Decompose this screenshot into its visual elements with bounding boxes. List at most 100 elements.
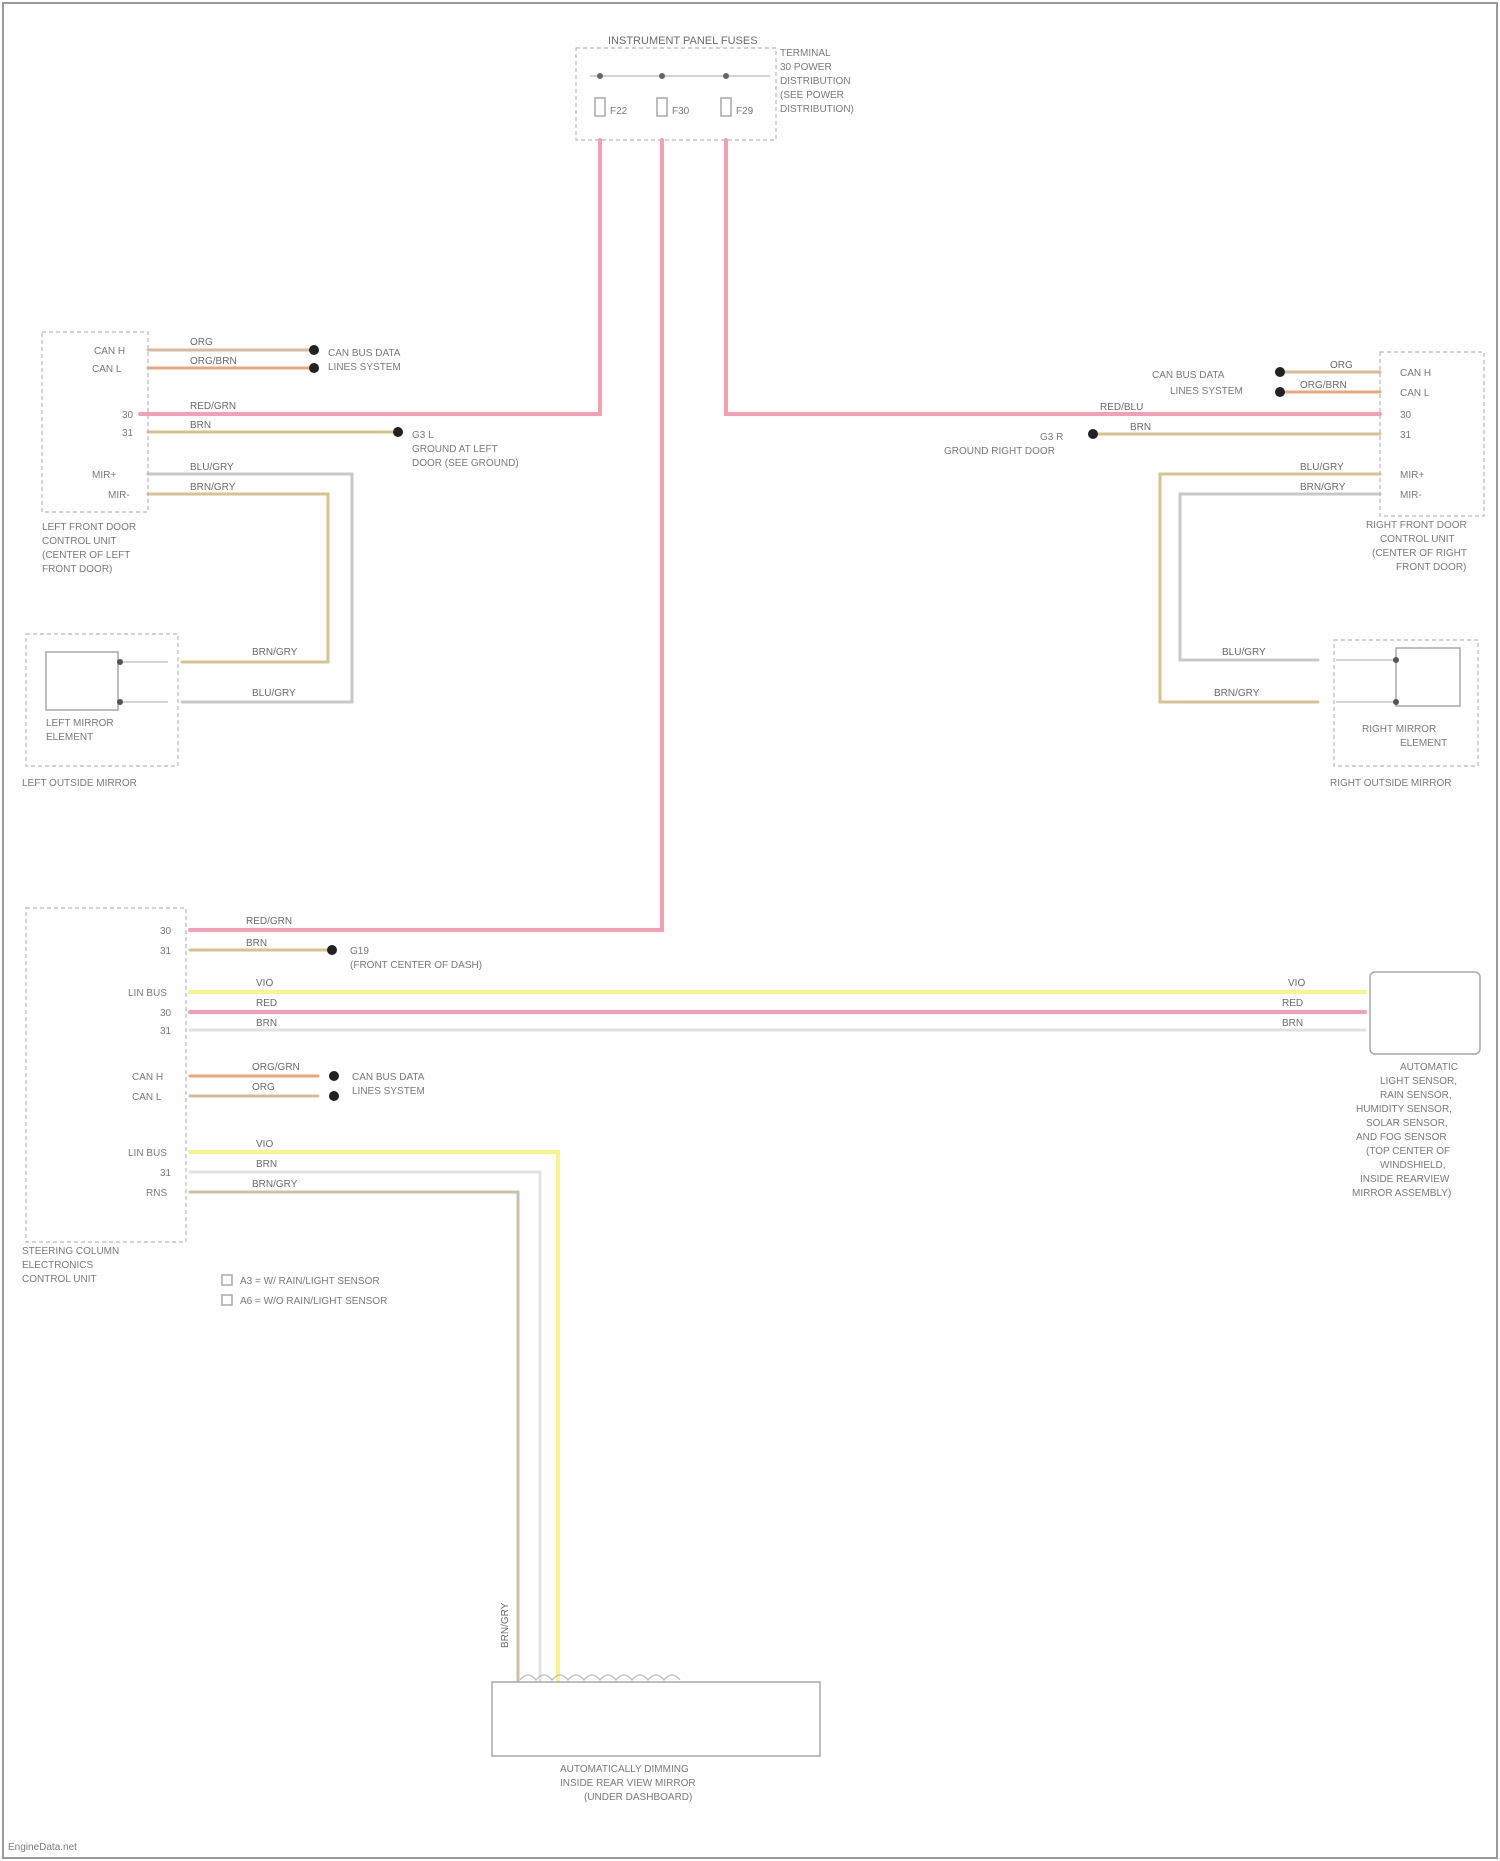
sensor-label-1: AUTOMATIC xyxy=(1400,1062,1458,1073)
sensor-label-3: RAIN SENSOR, xyxy=(1380,1090,1452,1101)
right-wire-color-mir-plus: BLU/GRY xyxy=(1300,462,1344,473)
left-canl-splice xyxy=(309,363,319,373)
left-door-pin-canh: CAN H xyxy=(94,346,125,357)
steer-ground-point xyxy=(327,945,337,955)
left-mirror-wire-1: BRN/GRY xyxy=(252,647,298,658)
left-door-label-2: CONTROL UNIT xyxy=(42,536,117,547)
dimming-mirror-label-1: AUTOMATICALLY DIMMING xyxy=(560,1764,689,1775)
wire-left-mir-plus xyxy=(148,474,352,702)
left-mirror-wire-2: BLU/GRY xyxy=(252,688,296,699)
left-mirror-assembly: LEFT OUTSIDE MIRROR xyxy=(22,778,137,789)
fuse-f30-icon xyxy=(657,98,667,116)
left-wire-color-mir-plus: BLU/GRY xyxy=(190,462,234,473)
steering-column-module: 30 31 LIN BUS 30 31 CAN H CAN L LIN BUS … xyxy=(22,908,482,1307)
sensor-wire-1: VIO xyxy=(1288,978,1305,989)
fuse-f30-label: F30 xyxy=(672,106,690,117)
sensor-label-5: SOLAR SENSOR, xyxy=(1366,1118,1448,1129)
dimming-mirror-box xyxy=(492,1682,820,1756)
steer-wire-rns: BRN/GRY xyxy=(252,1179,298,1190)
steer-pin-30-a: 30 xyxy=(160,926,172,937)
fuse-note-line-4: (SEE POWER xyxy=(780,90,844,101)
fuse-panel-outline xyxy=(576,48,776,140)
right-mirror-wire-1: BLU/GRY xyxy=(1222,647,1266,658)
right-mirror-element-icon xyxy=(1396,648,1460,706)
right-ground-note-2: GROUND RIGHT DOOR xyxy=(944,446,1055,457)
wire-f30-steering xyxy=(190,140,662,930)
left-door-pin-30: 30 xyxy=(122,410,134,421)
left-wire-color-30: RED/GRN xyxy=(190,401,236,412)
right-door-pin-canl: CAN L xyxy=(1400,388,1430,399)
steer-wire-30-b: RED xyxy=(256,998,277,1009)
fuse-panel-title: INSTRUMENT PANEL FUSES xyxy=(608,35,758,47)
steer-pin-canh: CAN H xyxy=(132,1072,163,1083)
left-door-pin-mir-plus: MIR+ xyxy=(92,470,116,481)
left-ground-point xyxy=(393,427,403,437)
fuse-f22-label: F22 xyxy=(610,106,628,117)
dimming-mirror-label-2: INSIDE REAR VIEW MIRROR xyxy=(560,1778,696,1789)
wire-right-mir-minus xyxy=(1180,494,1380,660)
dimming-mirror-wire: BRN/GRY xyxy=(500,1602,511,1648)
steer-wire-lin-b: VIO xyxy=(256,1139,273,1150)
steer-pin-lin-b: LIN BUS xyxy=(128,1148,167,1159)
left-mirror-element-icon xyxy=(46,652,118,710)
fuse-f22-icon xyxy=(595,98,605,116)
right-ground-note-1: G3 R xyxy=(1040,432,1063,443)
right-door-label-4: FRONT DOOR) xyxy=(1396,562,1466,573)
right-door-label-3: (CENTER OF RIGHT xyxy=(1372,548,1467,559)
steer-pin-lin-a: LIN BUS xyxy=(128,988,167,999)
steer-pin-31-a: 31 xyxy=(160,946,172,957)
left-mirror: BRN/GRY BLU/GRY LEFT MIRROR ELEMENT LEFT… xyxy=(22,634,298,789)
steer-wire-31-c: BRN xyxy=(256,1159,277,1170)
sensor-unit-box xyxy=(1370,972,1480,1054)
fuse-panel: INSTRUMENT PANEL FUSES F22 F30 F29 TERMI… xyxy=(576,35,854,140)
steer-wire-canh: ORG/GRN xyxy=(252,1062,300,1073)
fuse-note-line-3: DISTRIBUTION xyxy=(780,76,851,87)
left-door-label-4: FRONT DOOR) xyxy=(42,564,112,575)
left-door-module-outline xyxy=(42,332,148,512)
steer-wire-lin-a: VIO xyxy=(256,978,273,989)
left-bus-note-2: LINES SYSTEM xyxy=(328,362,401,373)
sensor-label-6: AND FOG SENSOR xyxy=(1356,1132,1447,1143)
steer-legend-1: A3 = W/ RAIN/LIGHT SENSOR xyxy=(240,1276,380,1287)
right-wire-color-31: BRN xyxy=(1130,422,1151,433)
sensor-wire-3: BRN xyxy=(1282,1018,1303,1029)
left-ground-note-1: G3 L xyxy=(412,430,434,441)
right-canl-splice xyxy=(1275,387,1285,397)
steer-pin-30-b: 30 xyxy=(160,1008,172,1019)
left-door-pin-mir-minus: MIR- xyxy=(108,490,130,501)
wire-ground-dim-mirror xyxy=(190,1172,540,1690)
right-door-pin-mir-minus: MIR- xyxy=(1400,490,1422,501)
steer-canh-splice xyxy=(329,1071,339,1081)
right-bus-note-2: LINES SYSTEM xyxy=(1170,386,1243,397)
left-door-label-3: (CENTER OF LEFT xyxy=(42,550,130,561)
sensor-label-4: HUMIDITY SENSOR, xyxy=(1356,1104,1452,1115)
fuse-note-line-2: 30 POWER xyxy=(780,62,832,73)
steer-canl-splice xyxy=(329,1091,339,1101)
right-door-label-2: CONTROL UNIT xyxy=(1380,534,1455,545)
fuse-note-line-5: DISTRIBUTION) xyxy=(780,104,854,115)
right-ground-point xyxy=(1088,429,1098,439)
left-wire-color-mir-minus: BRN/GRY xyxy=(190,482,236,493)
steer-ground-note-2: (FRONT CENTER OF DASH) xyxy=(350,960,482,971)
right-mirror-element-1: RIGHT MIRROR xyxy=(1362,724,1436,735)
steer-pin-31-b: 31 xyxy=(160,1026,172,1037)
left-door-pin-31: 31 xyxy=(122,428,134,439)
steer-pin-31-c: 31 xyxy=(160,1168,172,1179)
steer-ground-note-1: G19 xyxy=(350,946,369,957)
sensor-wire-2: RED xyxy=(1282,998,1303,1009)
steer-pin-canl: CAN L xyxy=(132,1092,162,1103)
sensor-label-7: (TOP CENTER OF xyxy=(1366,1146,1450,1157)
sensor-label-2: LIGHT SENSOR, xyxy=(1380,1076,1457,1087)
right-wire-color-mir-minus: BRN/GRY xyxy=(1300,482,1346,493)
left-wire-color-canh: ORG xyxy=(190,337,213,348)
steer-wire-31-a: BRN xyxy=(246,938,267,949)
wire-right-mir-plus xyxy=(1160,474,1380,702)
right-wire-color-canh: ORG xyxy=(1330,360,1353,371)
steer-label-3: CONTROL UNIT xyxy=(22,1274,97,1285)
left-door-pin-canl: CAN L xyxy=(92,364,122,375)
wire-left-mir-minus xyxy=(148,494,328,662)
left-ground-note-3: DOOR (SEE GROUND) xyxy=(412,458,519,469)
right-canh-splice xyxy=(1275,367,1285,377)
right-door-pin-mir-plus: MIR+ xyxy=(1400,470,1424,481)
